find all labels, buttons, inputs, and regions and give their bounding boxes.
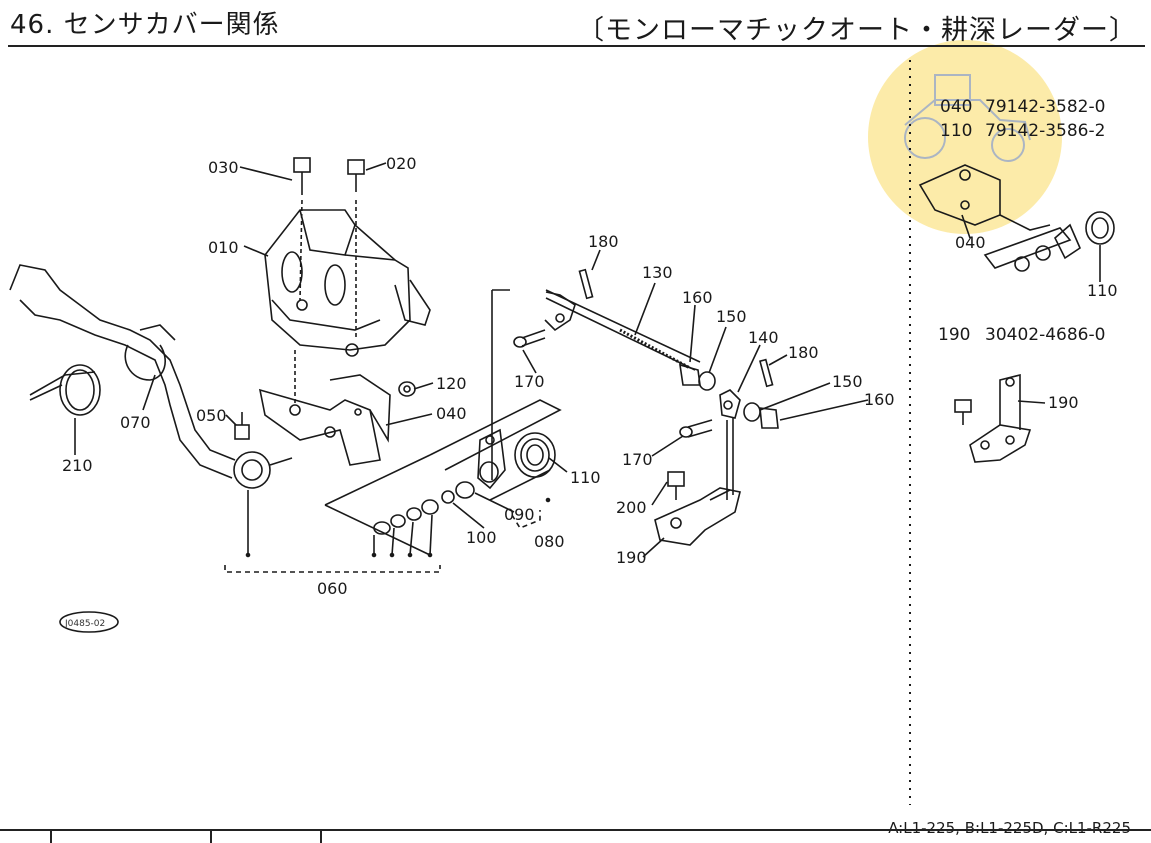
table-cell xyxy=(210,831,322,843)
callout-120: 120 xyxy=(436,374,467,393)
bracket-040 xyxy=(258,374,391,466)
callout-180-right: 180 xyxy=(788,343,819,362)
title-rule xyxy=(8,45,1145,47)
tie-band xyxy=(29,364,101,416)
callout-040: 040 xyxy=(436,404,467,423)
callout-150-left: 150 xyxy=(716,307,747,326)
callout-190: 190 xyxy=(616,548,647,567)
callout-110: 110 xyxy=(570,468,601,487)
part-row2-no: 110 xyxy=(940,121,972,141)
callout-070: 070 xyxy=(120,413,151,432)
callout-170-right: 170 xyxy=(622,450,653,469)
watermark-tractor-icon xyxy=(904,74,1031,162)
callout-060: 060 xyxy=(317,579,348,598)
sensor-cover xyxy=(264,209,431,357)
inset-callout-110: 110 xyxy=(1087,281,1118,300)
part-row1-number: 79142-3582-0 xyxy=(985,97,1105,117)
callout-080: 080 xyxy=(534,532,565,551)
drawing-code: J0485-02 xyxy=(64,619,105,629)
callout-090: 090 xyxy=(504,505,535,524)
callout-100: 100 xyxy=(466,528,497,547)
callout-140: 140 xyxy=(748,328,779,347)
callout-160-left: 160 xyxy=(682,288,713,307)
callout-160-right: 160 xyxy=(864,390,895,409)
callout-210: 210 xyxy=(62,456,93,475)
callout-170-left: 170 xyxy=(514,372,545,391)
page-title: 46. センサカバー関係 xyxy=(10,10,280,40)
sensor-cable xyxy=(9,264,293,489)
callout-010: 010 xyxy=(208,238,239,257)
bolt-030 xyxy=(293,157,311,301)
inset-callout-040: 040 xyxy=(955,233,986,252)
callout-150-right: 150 xyxy=(832,372,863,391)
inset-spring-110 xyxy=(1014,211,1115,272)
callout-200: 200 xyxy=(616,498,647,517)
part-row3-number: 30402-4686-0 xyxy=(985,325,1105,345)
callout-050: 050 xyxy=(196,406,227,425)
callout-130: 130 xyxy=(642,263,673,282)
bolt-020 xyxy=(347,159,365,340)
callout-020: 020 xyxy=(386,154,417,173)
page-subtitle: 〔モンローマチックオート・耕深レーダー〕 xyxy=(577,15,1137,46)
inset-callout-190: 190 xyxy=(1048,393,1079,412)
inset-bracket-040 xyxy=(918,164,1072,269)
inset-bracket-190 xyxy=(954,373,1032,463)
part-row3-no: 190 xyxy=(938,325,970,345)
bottom-table xyxy=(0,829,1151,843)
table-cell xyxy=(50,831,212,843)
part-row2-number: 79142-3586-2 xyxy=(985,121,1105,141)
table-cell xyxy=(0,831,52,843)
callout-030: 030 xyxy=(208,158,239,177)
callout-180-top: 180 xyxy=(588,232,619,251)
part-row1-no: 040 xyxy=(940,97,972,117)
model-applicability: A:L1-225, B:L1-225D, C:L1-R225 xyxy=(888,819,1131,837)
